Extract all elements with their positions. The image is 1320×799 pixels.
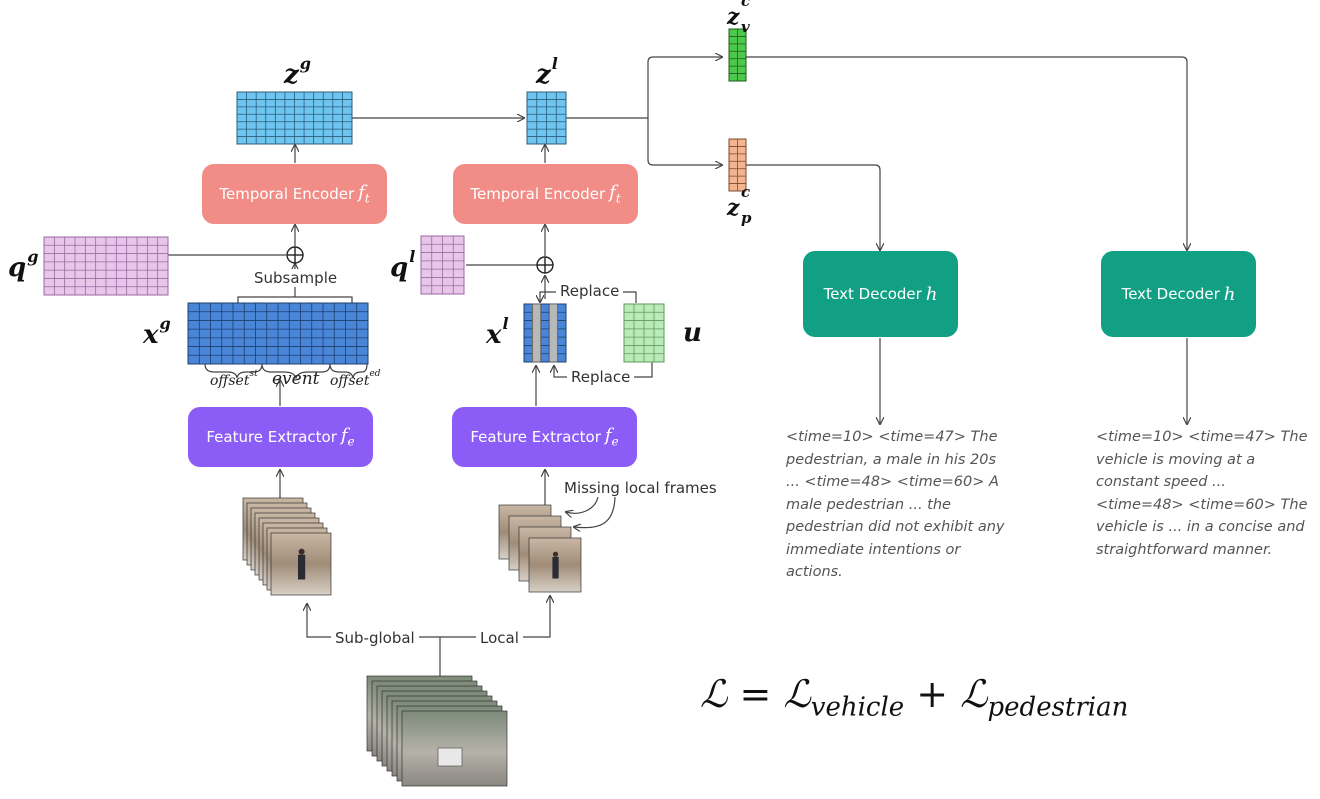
- z-global-label: zg: [284, 54, 311, 90]
- x-local-label: xl: [486, 314, 509, 350]
- plus-circle-icon: [536, 256, 554, 274]
- u-label: u: [683, 318, 702, 348]
- input-video-frames: [366, 675, 508, 787]
- sub-global-label: Sub-global: [331, 629, 419, 647]
- replace-top-label: Replace: [556, 282, 624, 300]
- event-label: event: [272, 369, 320, 389]
- q-local-label: ql: [390, 247, 416, 283]
- z-pedestrian-tensor: [728, 138, 747, 192]
- x-global-tensor: [187, 302, 369, 365]
- vehicle-caption: <time=10> <time=47> The vehicle is movin…: [1096, 429, 1308, 558]
- q-global-tensor: [43, 236, 169, 296]
- loss-equation: ℒ = ℒvehicle + ℒpedestrian: [700, 672, 1129, 723]
- z-global-tensor: [236, 91, 353, 145]
- pedestrian-caption: <time=10> <time=47> The pedestrian, a ma…: [786, 429, 1005, 580]
- plus-circle-icon: [286, 246, 304, 264]
- replace-bottom-label: Replace: [567, 368, 635, 386]
- z-local-label: zl: [536, 54, 558, 90]
- z-vehicle-tensor: [728, 28, 747, 82]
- x-local-tensor: [523, 303, 567, 363]
- local-frames: [498, 504, 582, 593]
- z-local-tensor: [526, 91, 567, 145]
- subsample-label: Subsample: [250, 269, 342, 287]
- offset-start-label: offsetst: [210, 369, 258, 389]
- q-local-tensor: [420, 235, 465, 295]
- sub-global-frames: [242, 497, 332, 596]
- x-global-label: xg: [143, 314, 171, 350]
- offset-end-label: offseted: [330, 369, 381, 389]
- replaced-stripe: [548, 303, 559, 363]
- replaced-stripe: [532, 303, 542, 363]
- local-label: Local: [476, 629, 523, 647]
- connector-lines: [168, 57, 1187, 676]
- missing-local-frames-label: Missing local frames: [560, 479, 721, 497]
- u-tensor: [623, 303, 665, 363]
- q-global-label: qg: [8, 247, 39, 283]
